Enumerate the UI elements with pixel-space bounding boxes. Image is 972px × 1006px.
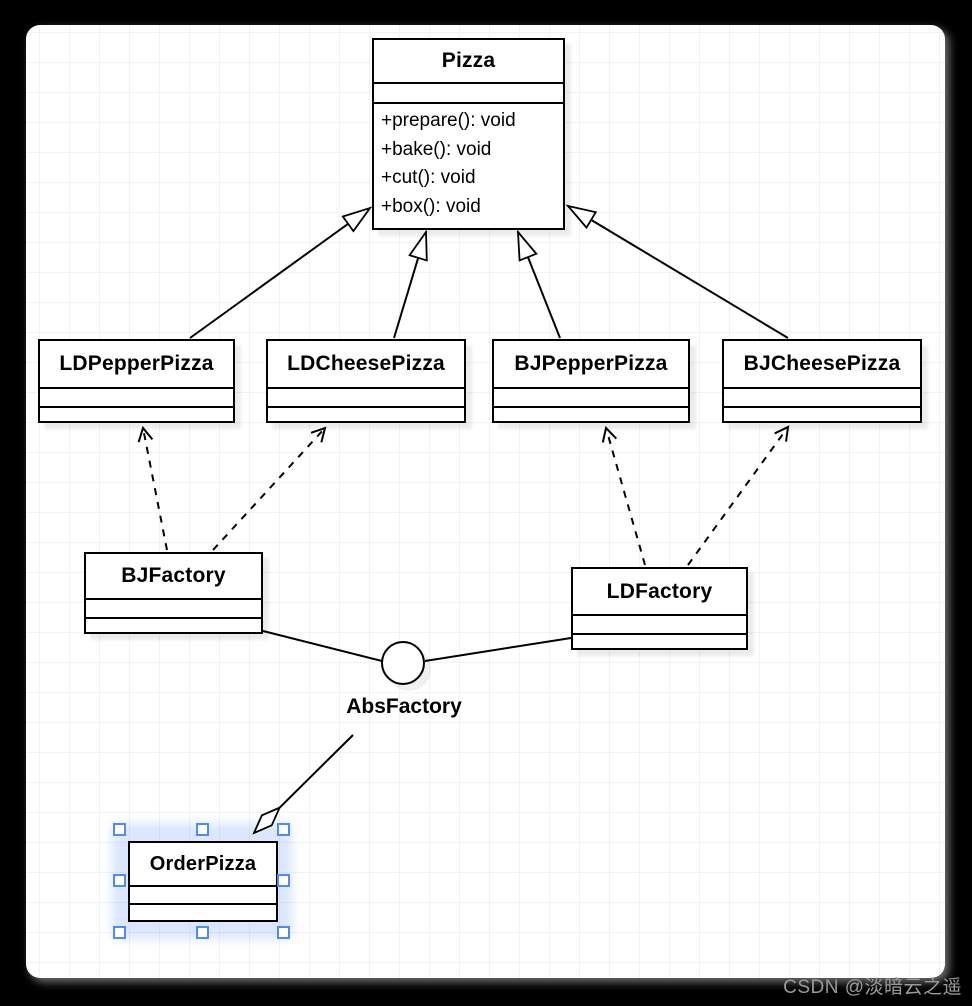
methods-section: +prepare(): void +bake(): void +cut(): voi…	[374, 102, 563, 224]
selection-handle-s[interactable]	[196, 926, 209, 939]
absfactory-label[interactable]: AbsFactory	[346, 695, 462, 718]
attributes-section	[573, 614, 746, 633]
association-bjfactory-to-absfactory[interactable]	[262, 630, 383, 662]
method-row: +box(): void	[381, 195, 481, 217]
attributes-section	[374, 82, 563, 102]
method-row: +prepare(): void	[381, 110, 516, 131]
attributes-section	[724, 387, 920, 406]
attributes-section	[268, 387, 464, 406]
dependency-bjfactory-to-ldcheesepizza[interactable]	[212, 426, 327, 551]
class-title: BJFactory	[121, 564, 226, 587]
class-title: LDPepperPizza	[59, 352, 214, 375]
uml-class-ldpepperpizza[interactable]: LDPepperPizza	[38, 339, 235, 423]
methods-section	[40, 406, 233, 421]
class-title: OrderPizza	[149, 852, 257, 875]
csdn-watermark: CSDN @淡暗云之遥	[783, 977, 962, 998]
attributes-section	[494, 387, 688, 406]
association-ldfactory-to-absfactory[interactable]	[424, 637, 572, 662]
selection-handle-e[interactable]	[277, 874, 290, 887]
selection-handle-w[interactable]	[113, 874, 126, 887]
method-row: +bake(): void	[381, 138, 492, 160]
methods-section	[130, 903, 276, 917]
dependency-ldfactory-to-bjcheesepizza[interactable]	[687, 425, 790, 566]
aggregation-absfactory-to-orderpizza[interactable]	[254, 734, 354, 833]
generalization-bjpepperpizza-to-pizza[interactable]	[518, 232, 561, 339]
selection-handle-nw[interactable]	[113, 823, 126, 836]
uml-class-bjcheesepizza[interactable]: BJCheesePizza	[722, 339, 922, 423]
methods-section	[494, 406, 688, 421]
class-title: LDCheesePizza	[287, 352, 445, 375]
method-row: +cut(): void	[381, 167, 476, 188]
class-title: LDFactory	[606, 579, 713, 603]
methods-section	[573, 633, 746, 648]
dependency-bjfactory-to-ldpepperpizza[interactable]	[137, 425, 168, 551]
methods-section	[268, 406, 464, 421]
uml-class-bjfactory[interactable]: BJFactory	[84, 552, 263, 634]
generalization-ldpepperpizza-to-pizza[interactable]	[189, 208, 370, 339]
dependency-ldfactory-to-bjpepperpizza[interactable]	[601, 425, 646, 566]
attributes-section	[40, 387, 233, 406]
class-title: BJPepperPizza	[514, 352, 668, 375]
uml-class-ldcheesepizza[interactable]: LDCheesePizza	[266, 339, 466, 423]
class-title: Pizza	[441, 49, 496, 72]
selection-handle-sw[interactable]	[113, 926, 126, 939]
class-title: BJCheesePizza	[743, 352, 901, 375]
selection-handle-n[interactable]	[196, 823, 209, 836]
methods-section	[86, 617, 261, 632]
methods-section	[724, 406, 920, 421]
uml-class-bjpepperpizza[interactable]: BJPepperPizza	[492, 339, 690, 423]
uml-class-orderpizza[interactable]: OrderPizza	[128, 841, 278, 922]
attributes-section	[86, 598, 261, 617]
generalization-ldcheesepizza-to-pizza[interactable]	[393, 232, 426, 339]
selection-handle-se[interactable]	[277, 926, 290, 939]
generalization-bjcheesepizza-to-pizza[interactable]	[568, 206, 789, 339]
uml-class-pizza[interactable]: Pizza +prepare(): void +bake(): void +cut(…	[372, 38, 565, 230]
attributes-section	[130, 885, 276, 903]
uml-class-ldfactory[interactable]: LDFactory	[571, 567, 748, 650]
absfactory-interface-circle[interactable]	[381, 641, 425, 685]
selection-handle-ne[interactable]	[277, 823, 290, 836]
